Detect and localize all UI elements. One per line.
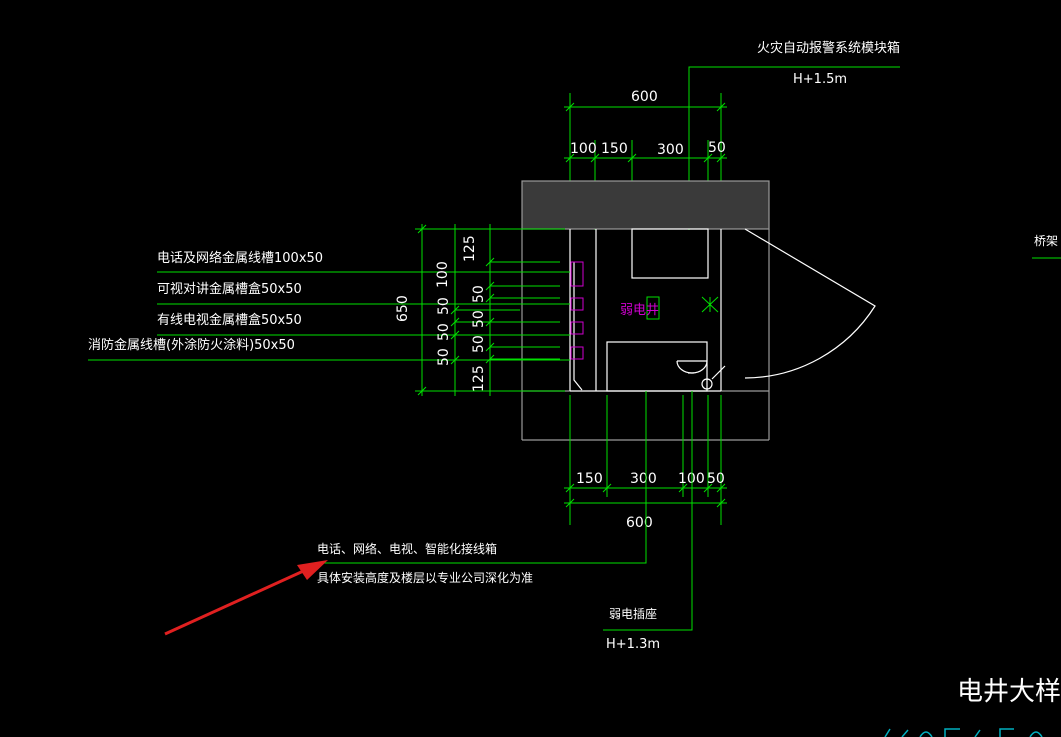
device-x-marker [701,296,719,313]
intercom-trough-box [570,297,584,311]
trough-callouts: 电话及网络金属线槽100x50 可视对讲金属槽盒50x50 有线电视金属槽盒50… [88,250,570,361]
bottom-dim-3: 100 [678,471,705,487]
phone-network-trough-label: 电话及网络金属线槽100x50 [157,250,323,266]
top-dim-2: 150 [601,141,628,157]
upper-equipment-box [631,228,709,279]
fire-trough-label: 消防金属线槽(外涂防火涂料)50x50 [88,337,295,353]
top-dim-1: 100 [570,141,597,157]
socket-height-label: H+1.3m [606,637,660,652]
socket-symbol [676,360,726,390]
phone-network-trough-box [570,261,584,287]
bottom-dim-1: 150 [576,471,603,487]
left-inner-dim-1: 125 [462,235,478,262]
left-inner-dim-5: 50 [471,335,487,353]
drawing-title: 电井大样图 [957,677,1061,707]
room-name-label: 弱电井 [620,303,659,318]
left-outer-dim-2: 50 [436,323,452,341]
socket-label: 弱电插座 [609,606,657,621]
teal-subtitle-fragment [884,728,1043,737]
door-swing-arc [744,228,876,379]
trough-group [570,261,584,360]
cable-tv-trough-box [570,321,584,335]
junction-box-label: 电话、网络、电视、智能化接线箱 [317,541,497,556]
fire-trough-box [570,346,584,360]
intercom-trough-label: 可视对讲金属槽盒50x50 [157,281,302,297]
bottom-total-dim: 600 [626,515,653,531]
left-total-dim: 650 [395,295,411,322]
left-inner-dim-4: 50 [471,310,487,328]
install-note-label: 具体安装高度及楼层以专业公司深化为准 [317,570,533,585]
fire-alarm-height-label: H+1.5m [793,72,847,87]
left-inner-dim-2: 100 [435,261,451,288]
junction-box-callout: 电话、网络、电视、智能化接线箱 具体安装高度及楼层以专业公司深化为准 [317,391,647,585]
top-dim-3: 300 [657,142,684,158]
shaft-walls [521,180,876,441]
left-outer-dim-3: 50 [436,348,452,366]
top-total-dim: 600 [631,89,658,105]
top-dim-4: 50 [708,140,726,156]
left-dimensions: 650 50 50 50 125 100 50 50 50 125 [395,224,565,396]
left-inner-dim-6: 125 [471,365,487,392]
lower-equipment-box [606,341,708,392]
fire-alarm-box-label: 火灾自动报警系统模块箱 [757,40,900,56]
bottom-dim-4: 50 [707,471,725,487]
bottom-dim-2: 300 [630,471,657,487]
room-label-frame [646,296,660,320]
fire-alarm-callout: 火灾自动报警系统模块箱 H+1.5m [688,40,900,230]
left-inner-dim-3: 50 [471,285,487,303]
left-outer-dim-1: 50 [436,297,452,315]
socket-callout: 弱电插座 H+1.3m [603,391,693,652]
red-annotation-arrow [164,560,328,636]
cable-tv-trough-label: 有线电视金属槽盒50x50 [157,312,302,328]
top-hatched-wall [521,180,770,230]
tray-partial-label: 桥架 [1034,234,1058,248]
